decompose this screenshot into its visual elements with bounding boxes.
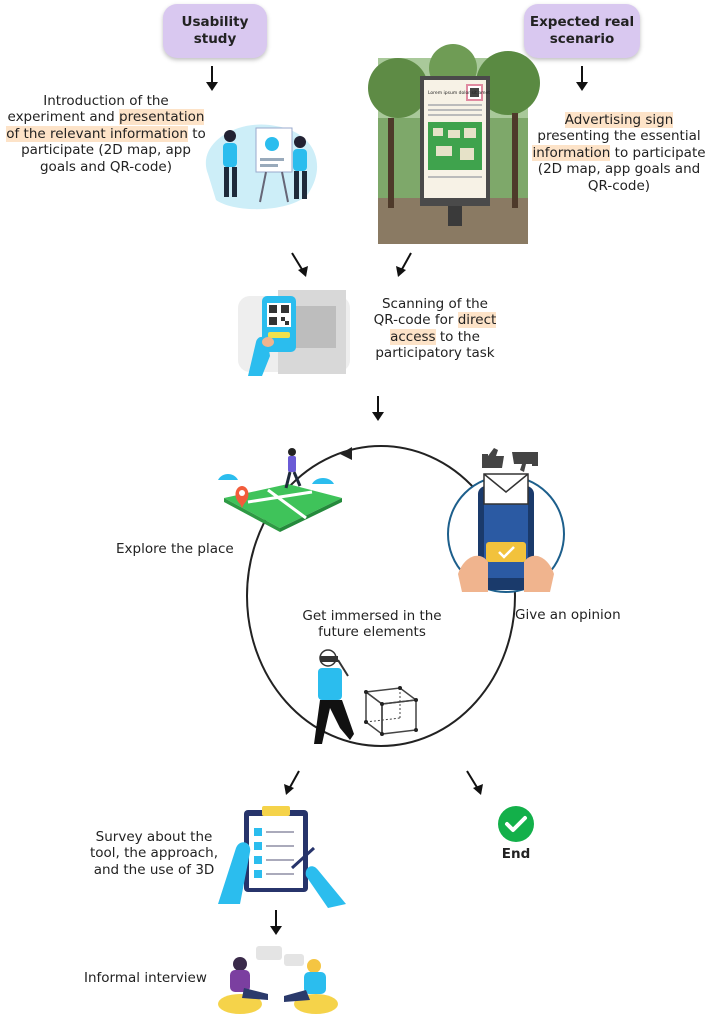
billboard-text: Lorem ipsum dolor sit amet	[428, 90, 490, 96]
scan-text-post: to the participatory task	[375, 328, 495, 362]
advert-highlight-sign: Advertising sign	[564, 112, 674, 128]
immersed-label: Get immersed in the future elements	[302, 608, 442, 641]
advert-text-post: to participate (2D map, app goals and QR…	[537, 144, 706, 194]
cycle-circle	[246, 445, 516, 747]
end-label: End	[501, 846, 531, 862]
interview-illustration	[218, 946, 338, 1014]
intro-text-post: to participate (2D map, app goals and QR…	[21, 125, 206, 175]
interview-label: Informal interview	[84, 970, 207, 986]
clipboard-illustration	[218, 806, 346, 908]
intro-text: Introduction of the experiment and prese…	[4, 93, 208, 175]
qr-scan-illustration	[238, 290, 350, 376]
presentation-illustration	[205, 124, 318, 210]
thumbs-up-icon	[482, 448, 504, 468]
advert-text: Advertising sign presenting the essentia…	[532, 112, 706, 194]
arrow-down-icon	[372, 396, 384, 421]
arrow-down-icon	[576, 66, 588, 91]
checkmark-icon	[498, 806, 534, 842]
arrow-down-icon	[270, 910, 282, 935]
cube-icon	[364, 686, 418, 736]
arrow-down-left-icon	[396, 252, 412, 277]
map-illustration	[218, 448, 342, 532]
scan-text-pre: Scanning of the QR-code for	[373, 296, 488, 329]
immersion-illustration	[314, 649, 418, 744]
advert-highlight-info: information	[532, 144, 611, 161]
intro-text-pre: Introduction of the experiment and	[7, 93, 169, 126]
billboard-photo: Lorem ipsum dolor sit amet	[368, 44, 540, 244]
expected-scenario-label: Expected real scenario	[524, 4, 640, 58]
qr-code-icon	[269, 305, 289, 325]
map-pin-icon	[235, 486, 249, 508]
thumbs-down-icon	[512, 452, 538, 472]
cycle-arrowhead-icon	[340, 447, 352, 460]
explore-label: Explore the place	[116, 541, 234, 557]
arrow-down-right-icon	[291, 252, 308, 277]
scan-text: Scanning of the QR-code for direct acces…	[368, 296, 502, 362]
arrow-down-right-icon	[466, 770, 483, 795]
arrow-down-left-icon	[284, 770, 300, 795]
opinion-illustration	[447, 448, 565, 593]
clipboard-icon	[244, 806, 308, 892]
arrow-down-icon	[206, 66, 218, 91]
advert-text-mid: presenting the essential	[537, 128, 701, 145]
usability-study-label: Usability study	[163, 4, 267, 58]
survey-label: Survey about the tool, the approach, and…	[89, 829, 219, 878]
opinion-label: Give an opinion	[515, 607, 621, 623]
envelope-icon	[483, 473, 529, 505]
